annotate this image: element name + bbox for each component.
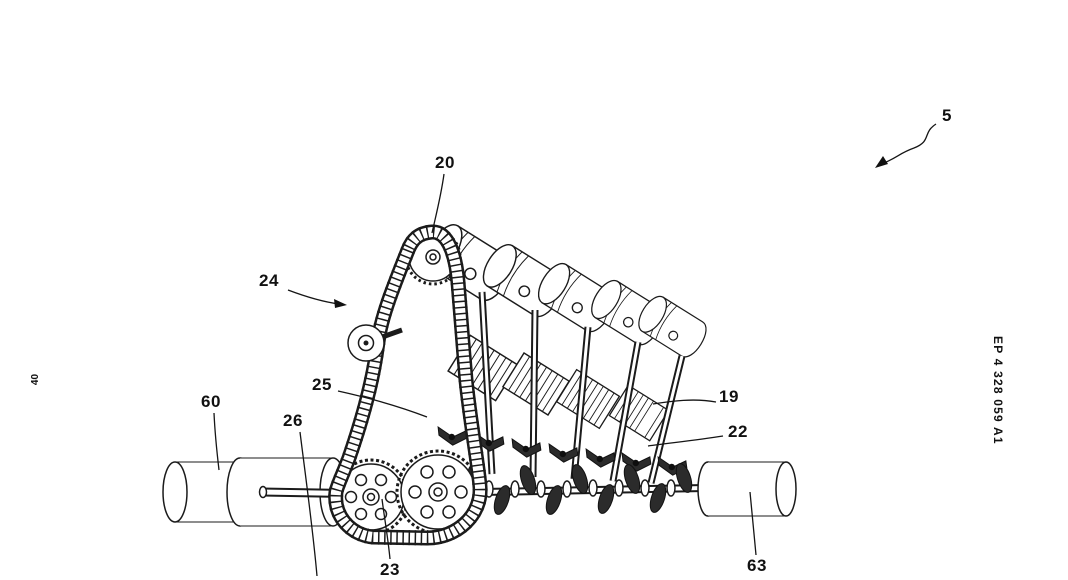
leader-20 <box>431 173 445 234</box>
crank-web <box>623 464 641 494</box>
ref-label-19: 19 <box>719 387 739 406</box>
timing-chain <box>328 224 488 546</box>
leader-24 <box>287 289 340 305</box>
crank-web <box>597 484 615 514</box>
ref-label-24: 24 <box>259 271 279 290</box>
patent-number: EP 4 328 059 A1 <box>991 336 1005 445</box>
leader-63 <box>749 491 757 556</box>
rocker-arm <box>548 442 579 463</box>
arrowhead-5 <box>875 156 888 168</box>
leader-22 <box>647 435 724 447</box>
tensioner-pulley <box>347 324 403 362</box>
crank-web <box>649 483 667 513</box>
leader-25 <box>337 390 428 418</box>
rocker-arm <box>585 447 616 468</box>
ref-label-20: 20 <box>435 153 455 172</box>
leader-5 <box>883 123 937 164</box>
rocker-arm <box>437 425 468 446</box>
crank-web <box>519 465 537 495</box>
ref-label-5: 5 <box>942 106 952 125</box>
ref-label-25: 25 <box>312 375 332 394</box>
leader-19 <box>652 399 717 405</box>
crank-web <box>675 463 693 493</box>
leader-lines <box>213 123 937 577</box>
leader-26 <box>299 431 318 577</box>
sheet-marker: 40 <box>30 373 42 386</box>
ref-label-23: 23 <box>380 560 400 579</box>
ref-label-60: 60 <box>201 392 221 411</box>
rocker-arm <box>511 437 542 458</box>
connecting-rods <box>478 291 686 484</box>
ref-label-63: 63 <box>747 556 767 575</box>
right-damper <box>697 461 797 517</box>
crank-web <box>493 485 511 515</box>
rocker-arm <box>621 451 652 472</box>
leader-23 <box>381 498 391 560</box>
ref-label-22: 22 <box>728 422 748 441</box>
crank-sprocket-right <box>395 449 481 535</box>
leader-60 <box>213 412 220 471</box>
arrowhead-24 <box>334 299 347 308</box>
crank-web <box>571 464 589 494</box>
crank-web <box>545 485 563 515</box>
ref-label-26: 26 <box>283 411 303 430</box>
